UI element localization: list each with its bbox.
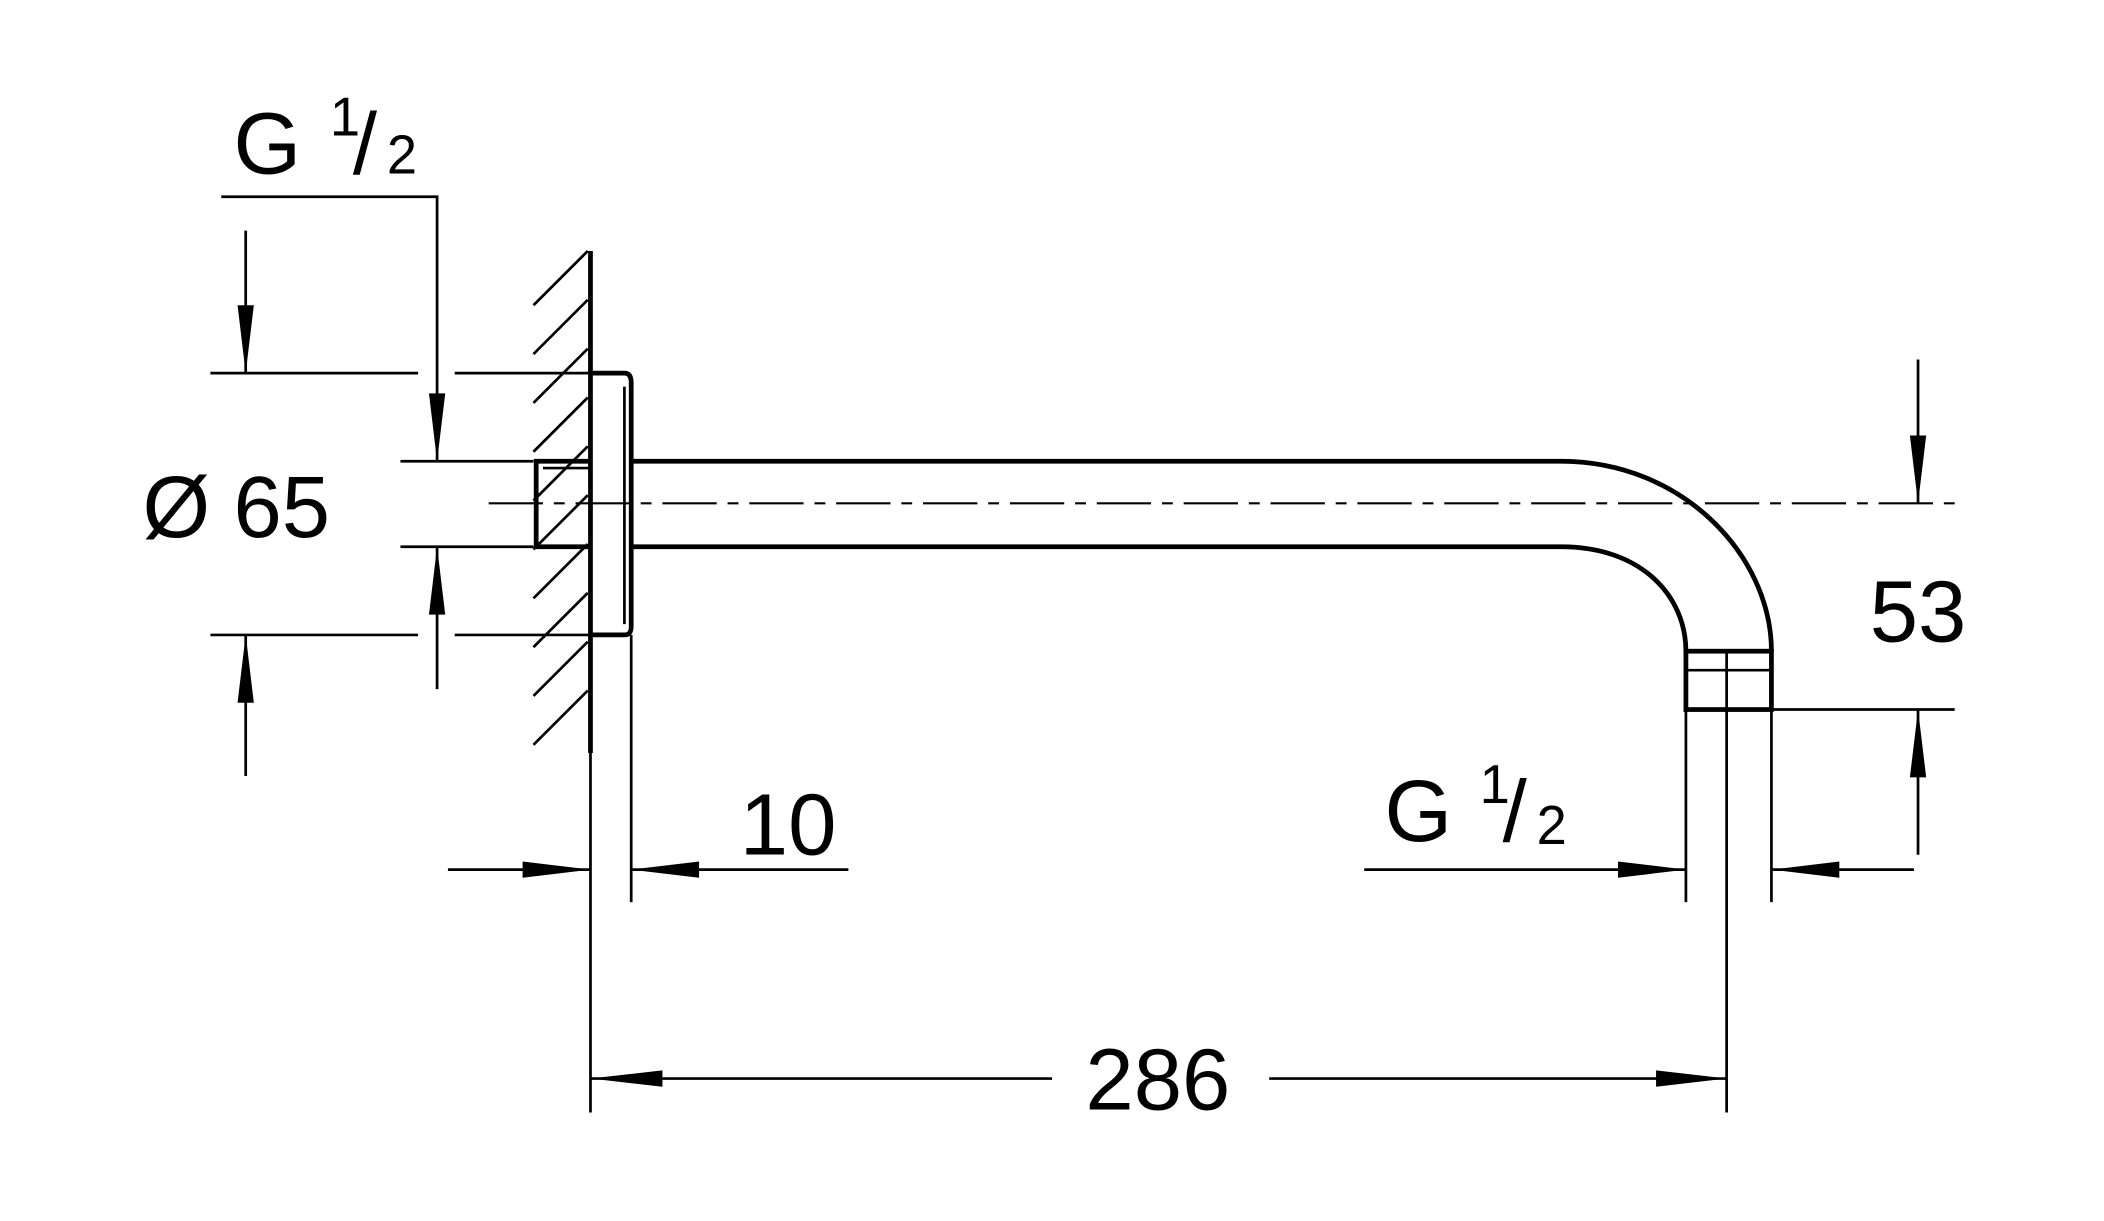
hatch-line [532, 445, 589, 502]
thread-top-leader [221, 195, 439, 462]
label-text: G [1385, 763, 1453, 860]
arrow-left-icon [1771, 861, 1840, 878]
wall-flange [590, 370, 634, 638]
shower-arm-outer [631, 458, 1774, 652]
drop-label: 53 [1870, 564, 1967, 661]
flange-depth-label: 10 [740, 777, 837, 874]
hatch-line [532, 640, 589, 697]
wall-hatching [532, 250, 589, 746]
shower-arm-inner [631, 544, 1689, 652]
hatch-line [532, 689, 589, 746]
label-text: 65 [233, 459, 330, 556]
label-text: 1 [330, 87, 360, 148]
hatch-line [532, 250, 589, 307]
label-text: G [233, 96, 301, 193]
label-text: Ø [143, 459, 211, 556]
arrow-right-icon [522, 861, 591, 878]
diameter-label: Ø 65 [143, 459, 331, 556]
outlet-fitting [1683, 648, 1774, 712]
label-text: / [1503, 763, 1528, 860]
hatch-line [532, 347, 589, 404]
projection-label: 286 [1085, 1032, 1230, 1129]
thread-top-label: G 1 / 2 [233, 87, 417, 193]
arrow-left-icon [590, 1070, 663, 1087]
label-text: 1 [1480, 754, 1510, 815]
hatch-line [532, 591, 589, 649]
label-text: 2 [387, 125, 417, 186]
arrow-up-icon [1909, 709, 1927, 778]
arrow-down-icon [428, 393, 446, 462]
arrow-right-icon [1656, 1070, 1727, 1087]
arrow-up-icon [237, 634, 254, 703]
label-text: 2 [1537, 795, 1567, 856]
arrow-down-icon [237, 305, 254, 374]
arrow-down-icon [1909, 435, 1927, 504]
hatch-line [532, 543, 589, 600]
hatch-line [532, 298, 589, 356]
hatch-line [532, 396, 589, 453]
arrow-right-icon [1618, 861, 1686, 878]
arrow-up-icon [428, 546, 446, 615]
arrow-left-icon [631, 861, 700, 878]
label-text: / [353, 96, 378, 193]
thread-bottom-label: G 1 / 2 [1385, 754, 1567, 860]
